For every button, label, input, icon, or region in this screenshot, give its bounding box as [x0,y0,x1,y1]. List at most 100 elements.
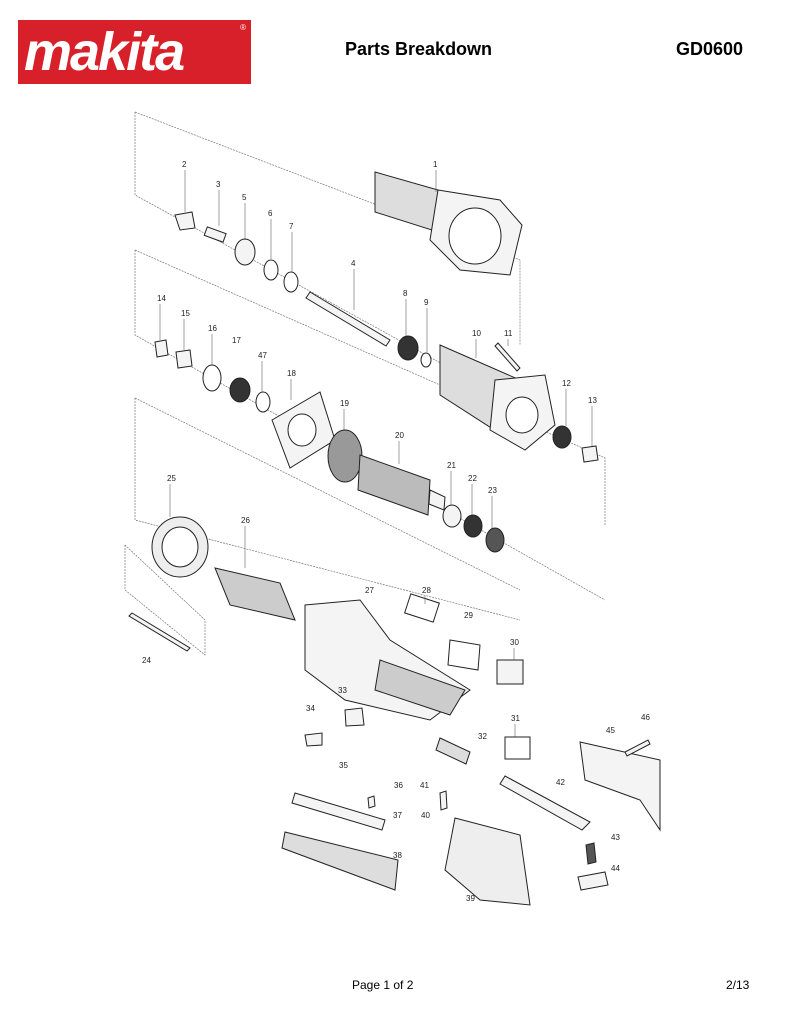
brand-wordmark: makita [24,22,185,82]
part-label: 44 [611,864,620,873]
part-label: 41 [420,781,429,790]
part-label: 22 [468,474,477,483]
part-label: 2 [182,160,187,169]
part-label: 23 [488,486,497,495]
part-label: 32 [478,732,487,741]
part-label: 12 [562,379,571,388]
motor-housing-part [304,599,471,721]
washer-6-part [263,259,279,281]
part-label: 36 [394,781,403,790]
part-label: 46 [641,713,650,722]
part-label: 38 [393,851,402,860]
part-33 [344,707,365,727]
part-label: 17 [232,336,241,345]
part-label: 35 [339,761,348,770]
screw-46-part [624,739,651,757]
holder-29-part [447,639,481,671]
screw-40-part [439,790,448,811]
noise-suppressor-31-part [504,736,531,760]
page-indicator: Page 1 of 2 [352,978,414,992]
part-label: 24 [142,656,151,665]
bearing-12-part [552,425,572,449]
field-part [214,567,296,621]
model-number: GD0600 [676,39,744,59]
nut-part [234,238,256,266]
part-label: 9 [424,298,429,307]
part-label: 11 [504,329,513,338]
collet-part [203,226,227,243]
fan-part [327,429,363,483]
page-counter: 2/13 [726,978,750,992]
bearing-17-part [229,377,251,403]
part-label: 39 [466,894,475,903]
rear-cover-39-part [444,817,531,906]
part-label: 25 [167,474,176,483]
part-drawings [128,171,661,906]
cord-guard-42-part [499,775,591,831]
part-label: 47 [258,351,267,360]
part-label: 30 [510,638,519,647]
switch-lever-45-part [579,741,661,832]
leader-lines [159,170,593,737]
makita-logo: makita ® [18,20,251,84]
fan-guide-part [151,516,209,578]
part-label: 19 [340,399,349,408]
cap-nut-part [174,211,196,231]
part-44 [577,871,609,891]
part-label: 37 [393,811,402,820]
part-label: 1 [433,160,438,169]
part-label: 20 [395,431,404,440]
spindle-part [305,291,391,347]
switch-30-part [496,659,524,685]
spring-43-part [585,842,597,865]
part-label: 33 [338,686,347,695]
grip-cover-part [374,171,523,276]
armature-part [357,454,446,516]
part-number-labels: 1 2 3 5 6 7 4 8 9 10 11 12 13 14 15 16 1… [142,160,650,903]
part-label: 42 [556,778,565,787]
ring-47-part [255,391,271,413]
part-label: 15 [181,309,190,318]
part-label: 29 [464,611,473,620]
part-label: 21 [447,461,456,470]
registered-mark-icon: ® [240,23,246,32]
washer-7-part [283,271,299,293]
part-14 [154,339,169,358]
ring-23-part [485,527,505,553]
part-label: 13 [588,396,597,405]
screw-11-part [494,342,521,372]
part-label: 3 [216,180,221,189]
part-label: 34 [306,704,315,713]
part-15 [175,349,193,369]
part-label: 4 [351,259,356,268]
part-label: 26 [241,516,250,525]
part-13 [581,445,599,463]
bearing-box-part [439,344,556,451]
part-label: 5 [242,193,247,202]
part-label: 28 [422,586,431,595]
part-label: 45 [606,726,615,735]
bearing-22-part [463,514,483,538]
part-label: 6 [268,209,273,218]
part-label: 31 [511,714,520,723]
part-label: 27 [365,586,374,595]
retaining-ring-9-part [420,352,432,368]
part-label: 8 [403,289,408,298]
label-28-part [404,593,440,623]
part-38 [281,831,399,891]
part-label: 16 [208,324,217,333]
part-32 [435,737,471,765]
bearing-8-part [397,335,419,361]
part-37 [291,792,386,831]
part-label: 14 [157,294,166,303]
part-label: 7 [289,222,294,231]
part-label: 18 [287,369,296,378]
baffle-plate-part [271,391,336,469]
part-label: 40 [421,811,430,820]
brush-34-part [304,732,323,747]
part-label: 10 [472,329,481,338]
ring-21-part [442,504,462,528]
screw-36-part [367,795,376,809]
part-label: 43 [611,833,620,842]
